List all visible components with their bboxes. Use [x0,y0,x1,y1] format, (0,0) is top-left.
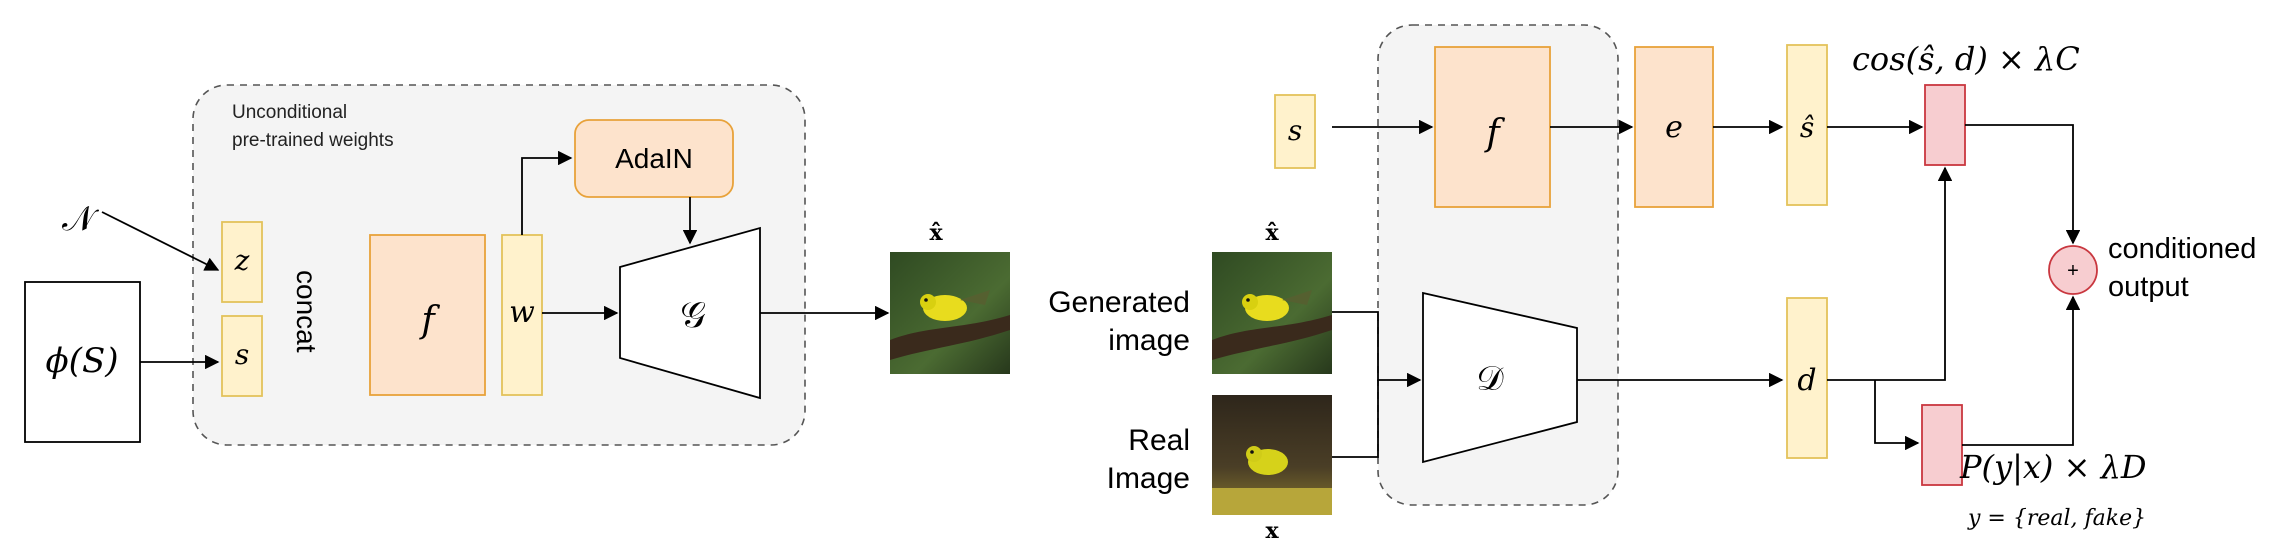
discriminator-trapezoid [1422,291,1578,464]
s-label-left: s [235,338,249,371]
z-box [221,221,263,303]
s-box-right [1274,94,1316,169]
shat-label: ŝ [1800,111,1814,144]
plus-symbol: + [2067,260,2079,282]
z-label: z [234,244,250,277]
output-label-line2: output [2108,271,2189,303]
d-label: d [1797,363,1816,398]
region-label-line1: Unconditional [232,102,347,123]
real-bird-image [1212,395,1332,515]
output-image-symbol: x̂ [929,220,943,246]
d-to-p-arrow [1874,380,1920,451]
e-label: e [1665,110,1683,145]
noise-arrow [101,211,220,271]
cos-formula: cos(ŝ, d) × λC [1852,40,2080,78]
phi-label: ϕ(S) [46,341,119,381]
noise-symbol: 𝒩 [62,199,99,239]
adain-box [574,119,734,198]
region-label-line2: pre-trained weights [232,130,394,151]
generator-label: 𝒢 [680,295,706,336]
generated-image-symbol: x̂ [1265,220,1279,246]
s-box-left [221,315,263,397]
w-label: w [509,295,535,330]
cos-to-plus-arrow [1965,124,2081,245]
generator-trapezoid [619,226,761,400]
generated-bird-image-left [890,252,1010,374]
w-box [501,234,543,396]
plus-node [2048,245,2098,295]
shat-box [1786,44,1828,206]
real-image-symbol: x [1265,518,1279,544]
w-to-adain-arrow [521,150,573,235]
generated-to-discriminator-arrow [1332,311,1422,388]
y-formula: y = {real, fake} [1967,506,2146,531]
generated-image-label-line2: image [1108,324,1190,357]
f-box-right [1434,46,1551,208]
phi-box [24,281,141,443]
generated-bird-image-right [1212,252,1332,374]
discriminator-label: 𝒟 [1476,359,1504,399]
generated-image-label-line1: Generated [1048,286,1190,319]
s-label-right: s [1288,114,1302,147]
f-box-left [369,234,486,396]
p-box [1921,404,1963,486]
real-to-discriminator-line [1332,380,1379,458]
real-image-label-line2: Image [1107,462,1190,495]
p-formula: P(y|x) × λD [1959,448,2147,486]
concat-label: concat [291,270,322,353]
output-label-line1: conditioned [2108,233,2256,265]
d-to-cos-arrow [1827,166,1953,381]
adain-label: AdaIN [615,143,693,174]
cos-box [1924,84,1966,166]
p-to-plus-arrow [1962,295,2081,446]
d-box [1786,297,1828,459]
real-image-label-line1: Real [1128,424,1190,457]
